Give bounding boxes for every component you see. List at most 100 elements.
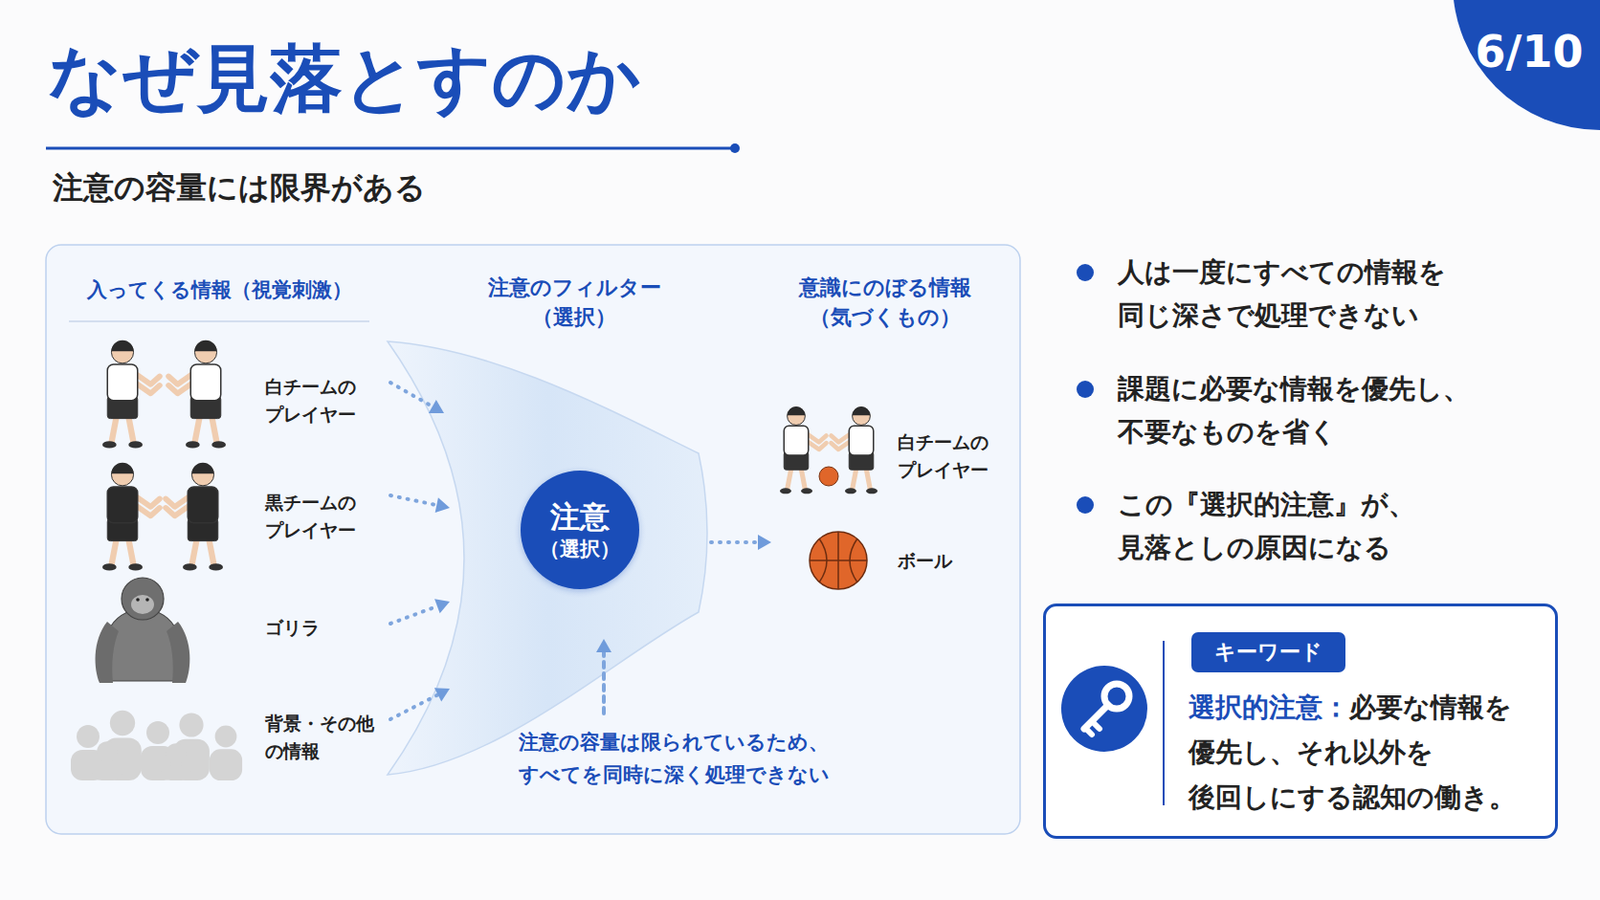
shoe bbox=[182, 563, 198, 571]
player-figure bbox=[168, 340, 226, 449]
header-rule bbox=[68, 320, 370, 323]
page-number: 6/10 bbox=[1475, 27, 1584, 77]
item-label: 白チームの プレイヤー bbox=[897, 428, 997, 484]
leg bbox=[208, 539, 214, 566]
column-header: 入ってくる情報（視覚刺激） bbox=[87, 277, 353, 304]
page-number-badge: 6/10 bbox=[1448, 0, 1600, 131]
shirt bbox=[190, 364, 222, 401]
leg bbox=[111, 539, 116, 566]
shirt bbox=[783, 425, 809, 456]
keyword-definition: 選択的注意：必要な情報を 優先し、それ以外を 後回しにする認知の働き。 bbox=[1188, 685, 1524, 821]
gorilla-face bbox=[131, 595, 155, 615]
leg bbox=[128, 539, 134, 566]
keyword-divider bbox=[1162, 641, 1165, 806]
ball bbox=[809, 532, 867, 590]
circle-text: 注意 bbox=[550, 497, 610, 536]
silhouette-head bbox=[178, 712, 203, 737]
output-arrow-head bbox=[757, 534, 772, 551]
silhouette-body bbox=[209, 749, 243, 781]
shirt bbox=[848, 425, 874, 456]
gorilla-figure bbox=[95, 577, 191, 684]
input-arrow-head bbox=[434, 599, 450, 614]
key-icon-circle bbox=[1061, 666, 1148, 753]
keyword-box: キーワード選択的注意：必要な情報を 優先し、それ以外を 後回しにする認知の働き。 bbox=[1043, 603, 1558, 840]
player-figure bbox=[165, 463, 223, 572]
input-arrow-head bbox=[434, 688, 450, 702]
item-label: 白チームの プレイヤー bbox=[265, 373, 364, 428]
input-arrow-head bbox=[435, 497, 450, 513]
title-underline bbox=[45, 147, 734, 151]
bullet-text: 課題に必要な情報を優先し、 不要なものを省く bbox=[1117, 368, 1493, 455]
note-text: 注意の容量は限られているため、 すべてを同時に深く処理できない bbox=[516, 727, 831, 792]
input-arrow bbox=[390, 694, 439, 720]
item-label: ゴリラ bbox=[265, 616, 320, 641]
item-label: ボール bbox=[897, 549, 953, 574]
key-icon-tooth bbox=[1085, 728, 1092, 735]
eye bbox=[145, 598, 150, 602]
subtitle: 注意の容量には限界がある bbox=[52, 168, 426, 209]
leg bbox=[852, 468, 857, 490]
input-arrow-head bbox=[428, 400, 445, 414]
hair bbox=[191, 463, 214, 475]
bullet-text: この『選択的注意』が、 見落としの原因になる bbox=[1117, 484, 1493, 571]
bullet-dot bbox=[1076, 264, 1094, 282]
input-arrow bbox=[390, 382, 433, 407]
silhouette-head bbox=[146, 721, 170, 745]
shirt bbox=[187, 487, 219, 524]
input-arrow bbox=[390, 495, 437, 506]
silhouette-body bbox=[91, 764, 123, 781]
column-header: 意識にのぼる情報 （気づくもの） bbox=[794, 273, 976, 334]
shirt bbox=[107, 364, 138, 401]
silhouette-head bbox=[215, 726, 238, 749]
shoe bbox=[128, 563, 143, 571]
keyword-term: 選択的注意： bbox=[1188, 691, 1350, 724]
shoe bbox=[208, 563, 223, 571]
crowd-silhouettes bbox=[70, 711, 243, 781]
leg bbox=[787, 468, 792, 490]
gorilla-head bbox=[121, 577, 164, 621]
leg bbox=[128, 417, 134, 444]
key-icon-tooth bbox=[1091, 721, 1100, 730]
circle-text: （選択） bbox=[539, 536, 621, 563]
bullet-text: 人は一度にすべての情報を 同じ深さで処理できない bbox=[1117, 251, 1493, 338]
leg bbox=[866, 468, 870, 490]
key-icon-shaft bbox=[1084, 705, 1109, 730]
player-figure bbox=[779, 406, 826, 494]
silhouette-head bbox=[76, 725, 100, 749]
item-label: 黒チームの プレイヤー bbox=[265, 488, 364, 544]
note-arrow-head bbox=[596, 639, 612, 653]
attention-circle: 注意（選択） bbox=[520, 470, 640, 590]
slide-title: なぜ見落とすのか bbox=[47, 34, 642, 122]
info-panel bbox=[45, 244, 1021, 835]
shoe bbox=[102, 441, 117, 448]
hair bbox=[787, 406, 806, 416]
small-ball bbox=[819, 466, 839, 487]
note-arrow bbox=[601, 652, 606, 714]
shoe bbox=[866, 488, 878, 494]
leg bbox=[211, 417, 217, 444]
head bbox=[852, 407, 871, 426]
head bbox=[787, 407, 806, 426]
shoe bbox=[128, 441, 143, 448]
eye bbox=[135, 598, 140, 602]
player-figure bbox=[102, 340, 160, 449]
shoe bbox=[185, 441, 200, 448]
shoe bbox=[800, 488, 813, 494]
leg bbox=[111, 417, 116, 444]
gorilla-arm bbox=[166, 622, 190, 684]
page-badge-circle bbox=[1452, 0, 1600, 131]
silhouette-head bbox=[96, 741, 118, 763]
ball-seam bbox=[849, 538, 858, 583]
bullet-dot bbox=[1076, 496, 1094, 514]
shoe bbox=[779, 488, 792, 494]
gorilla-arm bbox=[95, 622, 119, 684]
silhouette-body bbox=[160, 766, 192, 781]
input-arrow bbox=[390, 606, 438, 624]
bullet-dot bbox=[1076, 380, 1094, 399]
underline-dot bbox=[730, 143, 740, 154]
hair bbox=[852, 406, 871, 416]
output-arrow bbox=[711, 540, 758, 545]
leg bbox=[194, 417, 200, 444]
shoe bbox=[211, 441, 226, 448]
